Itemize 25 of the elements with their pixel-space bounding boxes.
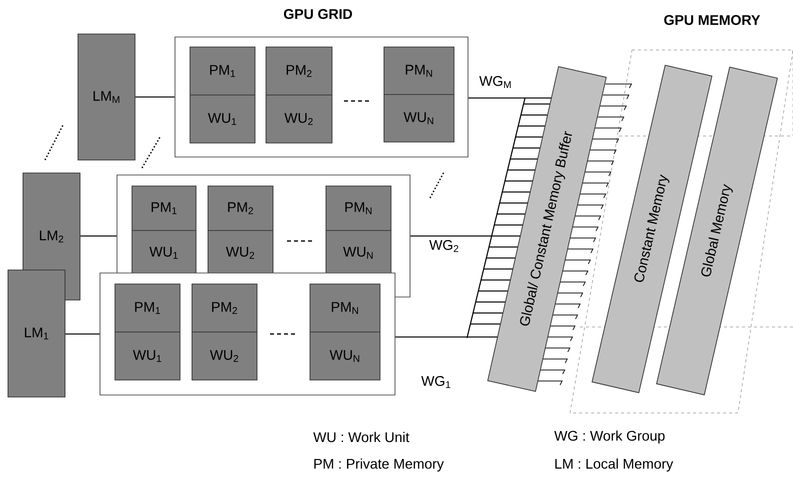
legend-text: PM : Private Memory bbox=[314, 458, 444, 472]
connector-line bbox=[65, 333, 100, 335]
memory-unit-box: PM$_{2}$ WU$_{2}$ bbox=[266, 46, 332, 144]
grid-title: GPU GRID bbox=[284, 9, 352, 19]
memory-unit-box: PM$_{2}$ WU$_{2}$ bbox=[192, 284, 258, 380]
legend-text: WG : Work Group bbox=[554, 430, 665, 444]
memory-unit-box: PM$_{N}$ WU$_{N}$ bbox=[310, 284, 380, 380]
local-memory-box: LM$_{M}$ bbox=[78, 34, 136, 160]
memory-unit-box: PM$_{N}$ WU$_{N}$ bbox=[384, 46, 454, 142]
memory-unit-box: PM$_{2}$ WU$_{2}$ bbox=[208, 186, 274, 276]
connector-line bbox=[410, 235, 520, 237]
memory-unit-box: PM$_{1}$ WU$_{1}$ bbox=[132, 186, 196, 276]
connector-line bbox=[468, 97, 552, 99]
memory-unit-box: PM$_{N}$ WU$_{N}$ bbox=[326, 186, 392, 276]
connector-line bbox=[80, 235, 117, 237]
connector-line bbox=[135, 96, 175, 98]
legend-text: LM : Local Memory bbox=[555, 458, 674, 472]
legend-text: WU : Work Unit bbox=[313, 432, 410, 442]
group-label: WG$_{2}$ bbox=[429, 240, 458, 252]
connector-line bbox=[395, 336, 498, 338]
memory-unit-box: PM$_{1}$ WU$_{1}$ bbox=[114, 284, 180, 380]
group-label: WG$_{1}$ bbox=[421, 376, 450, 388]
local-memory-box: LM$_{1}$ bbox=[8, 270, 66, 398]
memory-title: GPU MEMORY bbox=[664, 15, 760, 25]
memory-unit-box: PM$_{1}$ WU$_{1}$ bbox=[190, 46, 256, 144]
